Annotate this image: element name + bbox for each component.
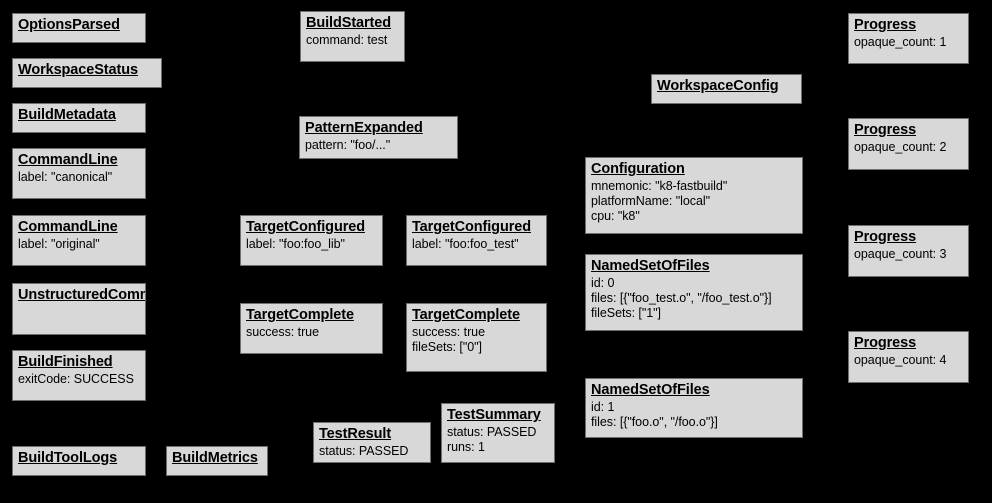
event-node-attribute: fileSets: ["1"] — [591, 306, 661, 320]
event-node-title: WorkspaceConfig — [657, 78, 779, 94]
event-node-title: BuildMetrics — [172, 450, 258, 466]
event-node-attributes: command: test — [306, 33, 399, 48]
event-node-attribute: platformName: "local" — [591, 194, 710, 208]
event-node-progress-1[interactable]: Progress opaque_count: 1 — [848, 13, 969, 64]
event-node-workspace-status[interactable]: WorkspaceStatus — [12, 58, 162, 88]
event-node-attribute: status: PASSED — [447, 425, 537, 439]
event-node-title: CommandLine — [18, 219, 118, 235]
event-node-pattern-expanded[interactable]: PatternExpanded pattern: "foo/..." — [299, 116, 458, 159]
event-node-attribute: label: "original" — [18, 237, 100, 251]
event-node-title: TargetComplete — [246, 307, 354, 323]
event-node-build-metadata[interactable]: BuildMetadata — [12, 103, 146, 133]
event-node-attribute: cpu: "k8" — [591, 209, 640, 223]
event-node-attribute: label: "foo:foo_lib" — [246, 237, 345, 251]
event-node-title: TargetComplete — [412, 307, 520, 323]
event-node-build-finished[interactable]: BuildFinished exitCode: SUCCESS — [12, 350, 146, 401]
event-node-attributes: label: "foo:foo_test" — [412, 237, 541, 252]
event-node-attribute: runs: 1 — [447, 440, 485, 454]
event-node-attribute: success: true — [412, 325, 485, 339]
event-node-title: OptionsParsed — [18, 17, 120, 33]
event-node-command-line-canonical[interactable]: CommandLine label: "canonical" — [12, 148, 146, 199]
event-node-attribute: success: true — [246, 325, 319, 339]
event-node-attribute: command: test — [306, 33, 388, 47]
event-node-unstructured-command-line[interactable]: UnstructuredCommandLine — [12, 283, 146, 335]
event-node-title: Progress — [854, 17, 917, 33]
event-node-build-metrics[interactable]: BuildMetrics — [166, 446, 268, 476]
event-node-attributes: mnemonic: "k8-fastbuild"platformName: "l… — [591, 179, 797, 224]
event-node-title: TargetConfigured — [246, 219, 365, 235]
event-node-title: BuildStarted — [306, 15, 392, 31]
event-node-title: TestSummary — [447, 407, 541, 423]
event-node-build-tool-logs[interactable]: BuildToolLogs — [12, 446, 146, 476]
event-node-attributes: exitCode: SUCCESS — [18, 372, 140, 387]
event-node-target-configured-foo-test[interactable]: TargetConfigured label: "foo:foo_test" — [406, 215, 547, 266]
event-node-attributes: label: "original" — [18, 237, 140, 252]
event-node-attribute: opaque_count: 3 — [854, 247, 947, 261]
event-node-attribute: id: 1 — [591, 400, 615, 414]
event-node-configuration[interactable]: Configuration mnemonic: "k8-fastbuild"pla… — [585, 157, 803, 234]
event-node-title: NamedSetOfFiles — [591, 258, 710, 274]
event-node-workspace-config[interactable]: WorkspaceConfig — [651, 74, 802, 104]
event-node-attributes: success: true — [246, 325, 377, 340]
event-node-attribute: exitCode: SUCCESS — [18, 372, 134, 386]
event-node-build-started[interactable]: BuildStarted command: test — [300, 11, 405, 62]
event-node-progress-3[interactable]: Progress opaque_count: 3 — [848, 225, 969, 277]
event-node-attribute: files: [{"foo.o", "/foo.o"}] — [591, 415, 718, 429]
event-node-title: BuildMetadata — [18, 107, 116, 123]
event-node-attributes: pattern: "foo/..." — [305, 138, 452, 153]
event-node-attribute: label: "canonical" — [18, 170, 113, 184]
event-node-test-result[interactable]: TestResult status: PASSED — [313, 422, 431, 463]
event-node-title: TargetConfigured — [412, 219, 531, 235]
event-node-title: NamedSetOfFiles — [591, 382, 710, 398]
event-node-options-parsed[interactable]: OptionsParsed — [12, 13, 146, 43]
event-node-target-configured-foo-lib[interactable]: TargetConfigured label: "foo:foo_lib" — [240, 215, 383, 266]
event-node-title: Configuration — [591, 161, 685, 177]
event-node-progress-2[interactable]: Progress opaque_count: 2 — [848, 118, 969, 170]
event-node-attributes: label: "foo:foo_lib" — [246, 237, 377, 252]
event-node-attributes: status: PASSED — [319, 444, 425, 459]
event-node-attribute: mnemonic: "k8-fastbuild" — [591, 179, 728, 193]
event-node-title: PatternExpanded — [305, 120, 423, 136]
event-node-attributes: label: "canonical" — [18, 170, 140, 185]
event-node-progress-4[interactable]: Progress opaque_count: 4 — [848, 331, 969, 383]
event-node-title: WorkspaceStatus — [18, 62, 138, 78]
event-node-attribute: fileSets: ["0"] — [412, 340, 482, 354]
event-node-attributes: opaque_count: 1 — [854, 35, 963, 50]
event-node-attributes: opaque_count: 2 — [854, 140, 963, 155]
event-node-attribute: opaque_count: 1 — [854, 35, 947, 49]
event-node-attribute: opaque_count: 4 — [854, 353, 947, 367]
event-node-target-complete-lib[interactable]: TargetComplete success: true — [240, 303, 383, 354]
event-node-title: TestResult — [319, 426, 392, 442]
event-node-attribute: id: 0 — [591, 276, 615, 290]
event-node-title: CommandLine — [18, 152, 118, 168]
event-node-command-line-original[interactable]: CommandLine label: "original" — [12, 215, 146, 266]
event-node-attribute: status: PASSED — [319, 444, 409, 458]
event-node-attribute: files: [{"foo_test.o", "/foo_test.o"}] — [591, 291, 772, 305]
event-node-title: Progress — [854, 122, 917, 138]
event-node-attribute: pattern: "foo/..." — [305, 138, 391, 152]
event-node-title: UnstructuredCommandLine — [18, 287, 145, 303]
event-node-title: Progress — [854, 229, 917, 245]
event-node-title: Progress — [854, 335, 917, 351]
event-node-title: BuildFinished — [18, 354, 113, 370]
event-node-attributes: opaque_count: 3 — [854, 247, 963, 262]
event-node-attribute: opaque_count: 2 — [854, 140, 947, 154]
event-node-attribute: label: "foo:foo_test" — [412, 237, 519, 251]
event-node-title: BuildToolLogs — [18, 450, 118, 466]
event-node-attributes: opaque_count: 4 — [854, 353, 963, 368]
